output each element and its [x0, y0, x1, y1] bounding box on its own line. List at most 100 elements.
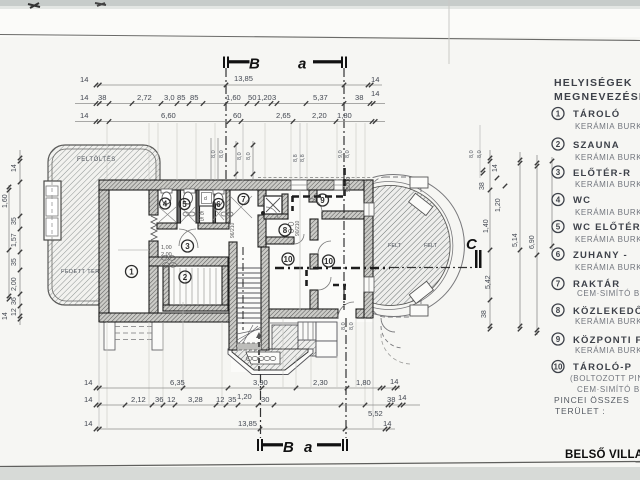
- svg-text:60: 60: [233, 111, 241, 120]
- svg-text:1,20: 1,20: [495, 198, 502, 212]
- svg-text:TÁROLÓ: TÁROLÓ: [573, 108, 620, 120]
- svg-text:3: 3: [556, 168, 561, 177]
- svg-text:KÖZLEKEDŐ: KÖZLEKEDŐ: [573, 305, 640, 317]
- svg-text:1: 1: [129, 268, 134, 277]
- svg-text:8,0: 8,0: [211, 150, 217, 158]
- svg-text:8,0: 8,0: [469, 150, 475, 158]
- svg-text:KERÁMIA BURKOL: KERÁMIA BURKOL: [575, 153, 640, 162]
- svg-text:RAKTÁR: RAKTÁR: [573, 279, 620, 290]
- svg-text:1,20: 1,20: [257, 93, 272, 102]
- svg-text:5: 5: [556, 223, 561, 232]
- svg-text:3: 3: [272, 93, 276, 102]
- svg-text:KERÁMIA BURKOL: KERÁMIA BURKOL: [575, 317, 640, 326]
- svg-text:1,80: 1,80: [337, 111, 352, 120]
- svg-text:8: 8: [556, 306, 561, 315]
- svg-text:SZAUNA: SZAUNA: [573, 140, 620, 151]
- svg-text:35: 35: [11, 217, 18, 225]
- svg-text:5,52: 5,52: [368, 409, 383, 418]
- svg-text:d: d: [204, 196, 207, 202]
- svg-text:PINCEI ÖSSZES: PINCEI ÖSSZES: [554, 395, 630, 405]
- svg-text:2,65: 2,65: [276, 111, 291, 120]
- svg-text:6,90: 6,90: [529, 235, 536, 249]
- svg-text:13,85: 13,85: [238, 419, 257, 428]
- svg-text:HELYISÉGEK: HELYISÉGEK: [554, 76, 633, 89]
- svg-text:CEM·SIMÍTÓ BET: CEM·SIMÍTÓ BET: [577, 289, 640, 298]
- svg-text:8,0: 8,0: [237, 152, 243, 160]
- svg-text:13,85: 13,85: [234, 74, 253, 83]
- svg-text:4: 4: [163, 200, 168, 209]
- svg-text:14: 14: [2, 312, 9, 320]
- svg-text:90/210: 90/210: [295, 220, 301, 236]
- svg-text:KÖZPONTI F: KÖZPONTI F: [573, 335, 640, 346]
- svg-text:2,20: 2,20: [312, 111, 327, 120]
- svg-text:2,00: 2,00: [11, 277, 18, 291]
- svg-text:1: 1: [556, 110, 561, 119]
- svg-text:TERÜLET :: TERÜLET :: [555, 406, 606, 416]
- svg-text:96/210: 96/210: [230, 222, 236, 238]
- svg-text:CEM·SIMÍTÓ BET: CEM·SIMÍTÓ BET: [577, 385, 640, 394]
- svg-text:10: 10: [284, 255, 293, 264]
- svg-text:1,00: 1,00: [161, 245, 172, 251]
- svg-text:36: 36: [11, 297, 18, 305]
- svg-text:6,35: 6,35: [170, 378, 185, 387]
- svg-text:1,60: 1,60: [2, 194, 9, 208]
- svg-text:2,72: 2,72: [137, 93, 152, 102]
- svg-text:30: 30: [261, 395, 269, 404]
- svg-text:a: a: [298, 56, 306, 73]
- svg-text:7: 7: [556, 280, 561, 289]
- svg-text:85: 85: [177, 93, 185, 102]
- svg-text:5,37: 5,37: [313, 93, 328, 102]
- svg-text:1,80: 1,80: [356, 378, 371, 387]
- svg-text:2,30: 2,30: [313, 378, 328, 387]
- svg-text:KERÁMIA BURKOL: KERÁMIA BURKOL: [575, 122, 640, 131]
- svg-text:3,28: 3,28: [188, 395, 203, 404]
- svg-text:8,8: 8,8: [300, 154, 306, 162]
- svg-text:MEGNEVEZÉSE: MEGNEVEZÉSE: [554, 90, 640, 103]
- svg-text:8: 8: [283, 226, 288, 235]
- svg-text:2,12: 2,12: [131, 395, 146, 404]
- svg-text:6: 6: [216, 200, 221, 209]
- svg-text:2,00: 2,00: [161, 252, 172, 258]
- svg-text:3,90: 3,90: [253, 378, 268, 387]
- svg-text:8,0: 8,0: [477, 150, 483, 158]
- svg-text:14: 14: [84, 419, 92, 428]
- svg-text:FEDETT TER: FEDETT TER: [61, 269, 100, 275]
- svg-text:95: 95: [198, 211, 204, 217]
- svg-text:95/210: 95/210: [346, 176, 352, 192]
- svg-text:14: 14: [80, 111, 88, 120]
- svg-text:12: 12: [167, 395, 175, 404]
- svg-text:14: 14: [398, 393, 406, 402]
- svg-text:35: 35: [228, 395, 236, 404]
- svg-text:8,0: 8,0: [349, 322, 355, 330]
- svg-text:2: 2: [556, 140, 561, 149]
- svg-text:8,0: 8,0: [219, 150, 225, 158]
- svg-text:9,0: 9,0: [338, 150, 344, 158]
- svg-text:25: 25: [198, 217, 204, 223]
- svg-text:5,42: 5,42: [485, 275, 492, 289]
- svg-text:KERÁMIA BURKOL: KERÁMIA BURKOL: [575, 346, 640, 355]
- svg-text:WC: WC: [573, 195, 591, 206]
- svg-text:85: 85: [190, 93, 198, 102]
- svg-text:1,60: 1,60: [226, 93, 241, 102]
- svg-text:4: 4: [556, 196, 561, 205]
- svg-text:8,0: 8,0: [341, 322, 347, 330]
- svg-text:ELŐTÉR-R: ELŐTÉR-R: [573, 167, 631, 179]
- svg-text:50: 50: [248, 93, 256, 102]
- svg-text:9: 9: [556, 335, 561, 344]
- svg-text:8,8: 8,8: [293, 154, 299, 162]
- svg-text:ZUHANY -: ZUHANY -: [573, 250, 628, 261]
- svg-text:14: 14: [390, 377, 398, 386]
- svg-text:B: B: [283, 439, 294, 456]
- svg-text:7: 7: [241, 195, 246, 204]
- svg-text:FELTÖLTÉS: FELTÖLTÉS: [77, 156, 116, 163]
- svg-text:5,14: 5,14: [512, 233, 519, 247]
- svg-text:35: 35: [11, 258, 18, 266]
- svg-text:(BOLTOZOTT PIN: (BOLTOZOTT PIN: [570, 374, 640, 383]
- svg-text:14: 14: [84, 395, 92, 404]
- svg-text:1,40: 1,40: [483, 219, 490, 233]
- svg-text:14: 14: [371, 89, 379, 98]
- svg-text:14: 14: [371, 75, 379, 84]
- svg-text:38: 38: [387, 395, 395, 404]
- svg-text:14: 14: [80, 93, 88, 102]
- svg-text:KERÁMIA BURKOL: KERÁMIA BURKOL: [575, 235, 640, 244]
